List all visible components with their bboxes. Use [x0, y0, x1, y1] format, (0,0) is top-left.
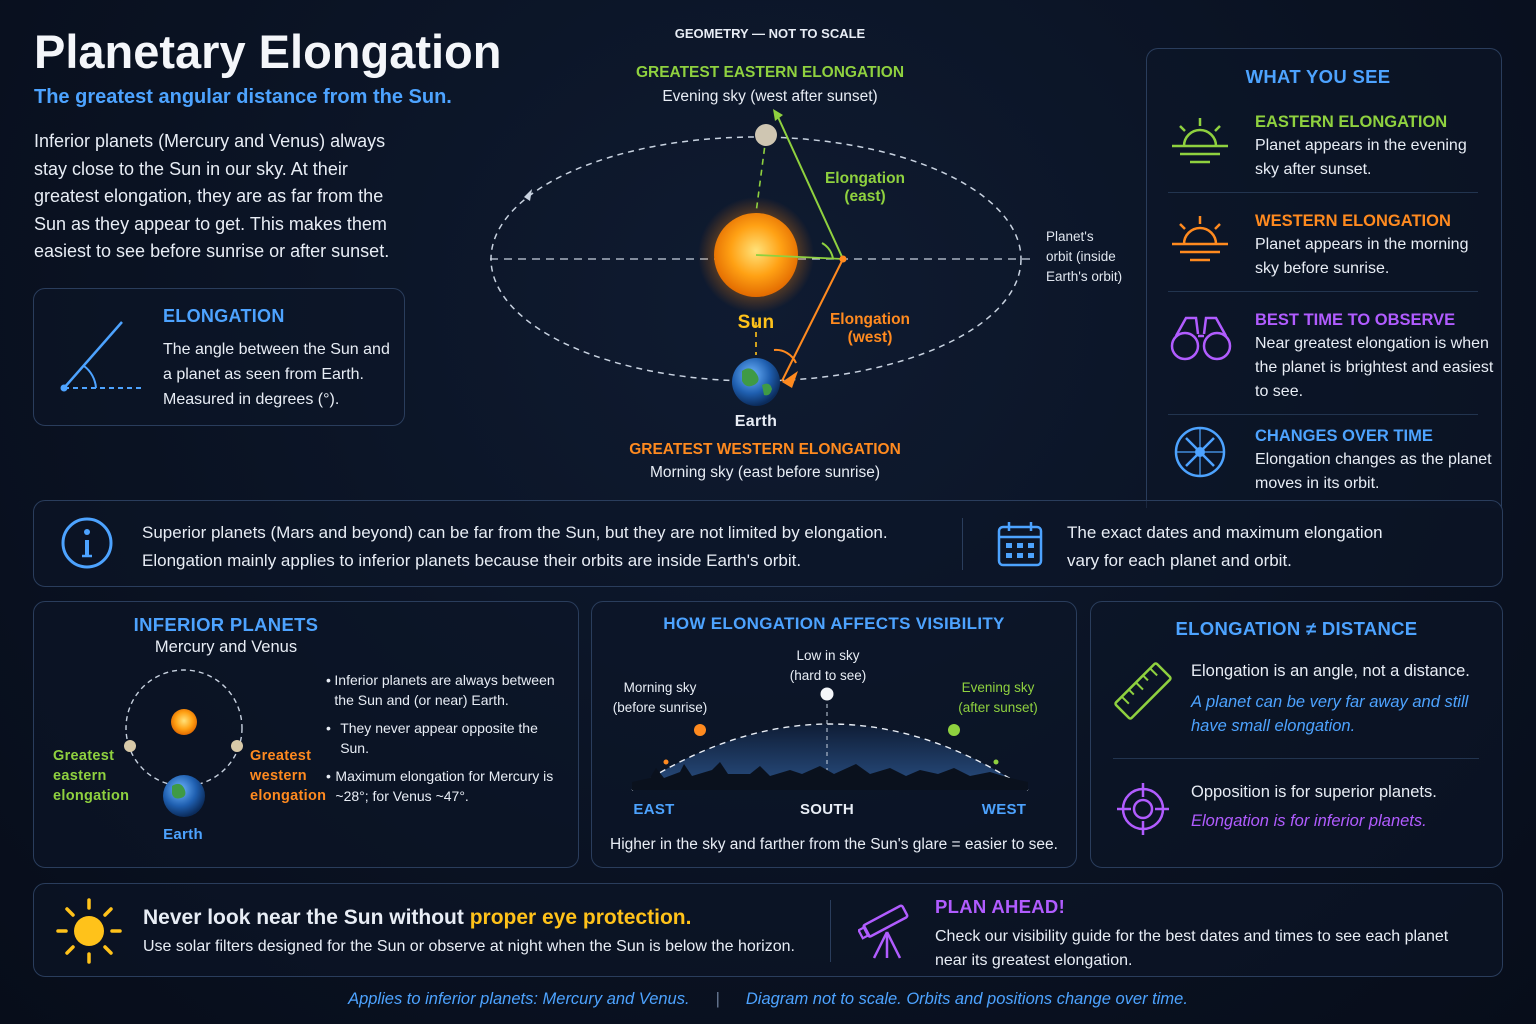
inferior-subtitle: Mercury and Venus — [154, 638, 298, 656]
distance-line1: Elongation is an angle, not a distance. — [1191, 662, 1470, 680]
mini-planet-east-icon — [124, 740, 136, 752]
page-subtitle: The greatest angular distance from the S… — [34, 86, 452, 108]
east-angle-label: Elongation(east) — [824, 170, 906, 205]
mini-sun-icon — [171, 709, 197, 735]
morning-planet-marker — [694, 724, 706, 736]
morning-sky-label: Morning sky(before sunrise) — [612, 680, 708, 715]
safety-warning: Never look near the Sun without proper e… — [143, 906, 692, 929]
elongation-text: The angle between the Sun and a planet a… — [163, 341, 390, 408]
distance-heading: ELONGATION ≠ DISTANCE — [1175, 618, 1418, 639]
west-subtitle: Morning sky (east before sunrise) — [649, 464, 880, 481]
footer-right: Diagram not to scale. Orbits and positio… — [745, 990, 1188, 1008]
wys-item-best-time: BEST TIME TO OBSERVE Near greatest elong… — [1255, 311, 1494, 400]
sunrise-icon — [1172, 216, 1228, 262]
mini-planet-west-icon — [231, 740, 243, 752]
elongation-definition-card — [33, 288, 405, 426]
elongation-geometry-diagram — [490, 109, 1035, 406]
inferior-orbit-diagram — [124, 669, 243, 817]
safety-subtext: Use solar filters designed for the Sun o… — [143, 938, 795, 955]
binoculars-icon — [1170, 316, 1232, 361]
calendar-icon — [997, 522, 1043, 567]
angle-icon — [60, 321, 142, 392]
wys-item-western: WESTERN ELONGATION Planet appears in the… — [1255, 212, 1469, 277]
footer-separator: | — [715, 990, 720, 1008]
west-direction-label: WEST — [981, 801, 1027, 818]
visibility-heading: HOW ELONGATION AFFECTS VISIBILITY — [663, 614, 1005, 633]
info-icon — [61, 517, 113, 569]
telescope-icon — [858, 904, 909, 959]
info-bar — [33, 500, 1503, 587]
footer: Applies to inferior planets: Mercury and… — [0, 990, 1536, 1009]
diagram-note: GEOMETRY — NOT TO SCALE — [674, 26, 866, 41]
distance-line4: Elongation is for inferior planets. — [1191, 812, 1427, 830]
wys-item-changes: CHANGES OVER TIME Elongation changes as … — [1255, 427, 1492, 492]
inferior-heading: INFERIOR PLANETS — [133, 614, 319, 635]
ruler-icon — [1114, 662, 1172, 720]
page-title: Planetary Elongation — [34, 25, 502, 78]
safety-bar — [33, 883, 1503, 977]
sun-warning-icon — [56, 898, 122, 964]
inferior-bullets: •Inferior planets are always between the… — [326, 670, 558, 806]
distance-line3: Opposition is for superior planets. — [1191, 783, 1437, 801]
south-direction-label: SOUTH — [800, 801, 854, 818]
orbit-direction-arrow — [524, 189, 532, 201]
orbit-dial-icon — [1174, 426, 1226, 478]
west-heading: GREATEST WESTERN ELONGATION — [629, 441, 901, 458]
wys-item-eastern: EASTERN ELONGATION Planet appears in the… — [1255, 113, 1467, 178]
visibility-caption: Higher in the sky and farther from the S… — [610, 836, 1058, 853]
sky-arc-diagram — [631, 687, 1029, 791]
planet-east-icon — [755, 124, 777, 146]
bullet-item: Maximum elongation for Mercury is ~28°; … — [335, 768, 554, 804]
footer-left: Applies to inferior planets: Mercury and… — [348, 990, 690, 1008]
target-icon — [1117, 783, 1169, 835]
bullet-item: Inferior planets are always between the … — [334, 672, 555, 708]
plan-ahead-text: Check our visibility guide for the best … — [935, 928, 1449, 969]
what-you-see-heading: WHAT YOU SEE — [1245, 66, 1391, 87]
sunset-icon — [1172, 118, 1228, 164]
east-subtitle: Evening sky (west after sunset) — [662, 88, 878, 105]
elongation-heading: ELONGATION — [163, 306, 285, 326]
intro-text: Inferior planets (Mercury and Venus) alw… — [34, 131, 390, 261]
east-direction-label: EAST — [633, 801, 675, 818]
inferior-planets-panel — [33, 601, 579, 868]
info-text: Superior planets (Mars and beyond) can b… — [142, 523, 888, 570]
evening-sky-label: Evening sky(after sunset) — [958, 680, 1038, 715]
low-in-sky-label: Low in sky(hard to see) — [789, 648, 867, 683]
what-you-see-panel — [1146, 48, 1502, 508]
elongation-vs-distance-panel — [1090, 601, 1503, 868]
evening-planet-marker — [948, 724, 960, 736]
west-angle-label: Elongation(west) — [829, 311, 911, 346]
earth-label: Earth — [734, 413, 778, 430]
inferior-earth-label: Earth — [163, 826, 203, 843]
bullet-item: They never appear opposite the Sun. — [340, 720, 538, 756]
east-heading: GREATEST EASTERN ELONGATION — [635, 64, 905, 81]
plan-ahead-heading: PLAN AHEAD! — [935, 896, 1066, 917]
sun-label: Sun — [737, 312, 775, 333]
dates-text: The exact dates and maximum elongation v… — [1067, 523, 1383, 570]
low-planet-marker — [820, 687, 834, 701]
